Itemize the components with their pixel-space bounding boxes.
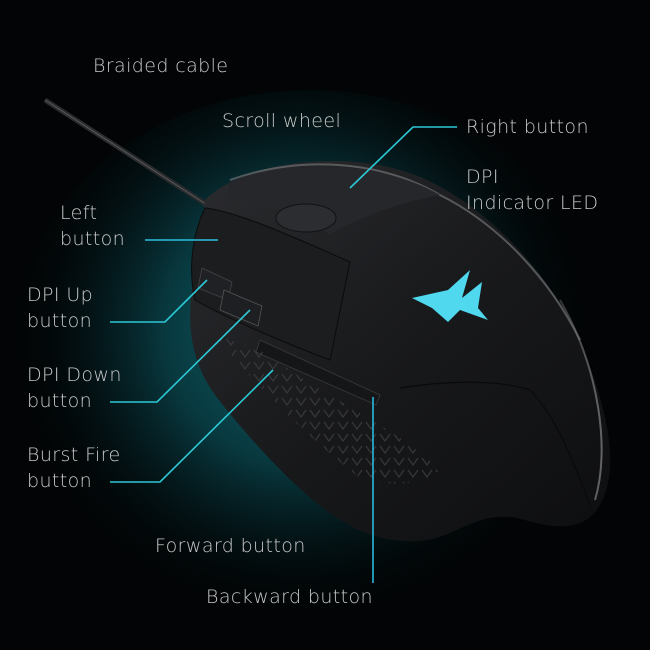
label-braided-cable: Braided cable <box>93 53 228 79</box>
label-line: Backward button <box>206 586 373 608</box>
label-line: DPI <box>466 166 499 188</box>
label-line: DPI Down <box>27 364 122 386</box>
label-burst-fire-button: Burst Fire button <box>27 442 121 494</box>
label-dpi-up-button: DPI Up button <box>27 282 93 334</box>
label-line: Right button <box>466 116 589 138</box>
leader-burst-fire <box>110 369 274 483</box>
label-line: Scroll wheel <box>222 110 342 132</box>
label-left-button: Left button <box>60 200 125 252</box>
label-line: button <box>27 390 93 412</box>
label-line: Left <box>60 202 98 224</box>
label-forward-button: Forward button <box>155 533 306 559</box>
label-line: button <box>60 228 126 250</box>
scroll-wheel-shape <box>275 203 337 233</box>
leader-dpi-up <box>110 279 208 323</box>
label-backward-button: Backward button <box>206 584 373 610</box>
label-line: Indicator LED <box>466 192 599 214</box>
label-line: button <box>27 470 93 492</box>
predator-logo-icon <box>412 270 488 322</box>
label-line: DPI Up <box>27 284 94 306</box>
dpi-down-button-shape <box>219 289 263 327</box>
label-line: Braided cable <box>93 55 229 77</box>
leader-dpi-down <box>110 309 251 403</box>
label-dpi-indicator-led: DPI Indicator LED <box>466 164 598 216</box>
right-button-shape <box>228 167 440 235</box>
label-line: Forward button <box>155 535 306 557</box>
leader-lines <box>110 84 471 583</box>
label-dpi-down-button: DPI Down button <box>27 362 122 414</box>
label-line: button <box>27 310 93 332</box>
leader-right-button <box>349 126 457 189</box>
label-right-button: Right button <box>466 114 589 140</box>
label-scroll-wheel: Scroll wheel <box>222 108 341 134</box>
left-button-shape <box>191 207 351 361</box>
side-buttons-strip <box>255 339 381 406</box>
label-line: Burst Fire <box>27 444 121 466</box>
